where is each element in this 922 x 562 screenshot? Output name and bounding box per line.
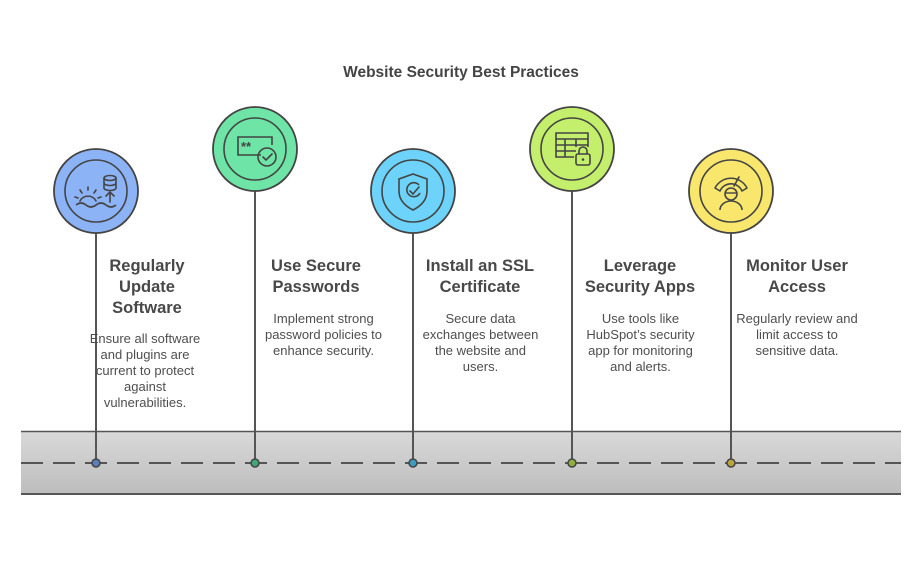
step-circle <box>688 148 774 234</box>
step-circle <box>212 106 298 192</box>
step-description: Ensure all software and plugins are curr… <box>89 331 201 410</box>
step-inner-ring <box>223 117 287 181</box>
road-dot <box>250 458 260 468</box>
step-inner-ring <box>381 159 445 223</box>
diagram-title: Website Security Best Practices <box>343 64 579 81</box>
step-heading-line: Monitor User <box>746 257 848 275</box>
step-heading-line: Security Apps <box>584 278 696 296</box>
step-circle <box>529 106 615 192</box>
step-heading-line: Passwords <box>272 278 360 296</box>
step-heading-line: Update <box>119 278 175 296</box>
road-dot <box>91 458 101 468</box>
step-heading-line: Use Secure <box>271 257 361 275</box>
step-heading-line: Install an SSL <box>425 257 535 275</box>
step-heading-line: Leverage <box>603 257 677 275</box>
step-description: Secure data exchanges between the websit… <box>422 311 539 374</box>
step-description: Regularly review and limit access to sen… <box>736 311 858 358</box>
step-marker <box>370 148 456 468</box>
svg-text:**: ** <box>241 139 252 154</box>
step-description: Implement strong password policies to en… <box>264 311 383 358</box>
software-update-icon <box>74 174 117 208</box>
road-dot <box>567 458 577 468</box>
step-marker <box>53 148 139 468</box>
step-inner-ring <box>64 159 128 223</box>
step-inner-ring <box>699 159 763 223</box>
password-check-icon: ** <box>237 136 277 167</box>
step-circle <box>370 148 456 234</box>
step-inner-ring <box>540 117 604 181</box>
step-marker <box>688 148 774 468</box>
table-lock-icon <box>555 132 591 166</box>
step-heading-line: Access <box>768 278 826 296</box>
shield-check-icon <box>398 173 428 211</box>
road <box>21 430 901 495</box>
step-marker: ** <box>212 106 298 468</box>
step-heading-line: Regularly <box>109 257 185 275</box>
road-dot <box>726 458 736 468</box>
step-description: Use tools like HubSpot’s security app fo… <box>586 311 695 374</box>
step-heading-line: Certificate <box>439 278 521 296</box>
step-marker <box>529 106 615 468</box>
step-heading: Install an SSL Certificate <box>405 256 555 298</box>
road-dot <box>408 458 418 468</box>
user-monitor-icon <box>714 176 748 211</box>
step-heading-line: Software <box>112 299 182 317</box>
